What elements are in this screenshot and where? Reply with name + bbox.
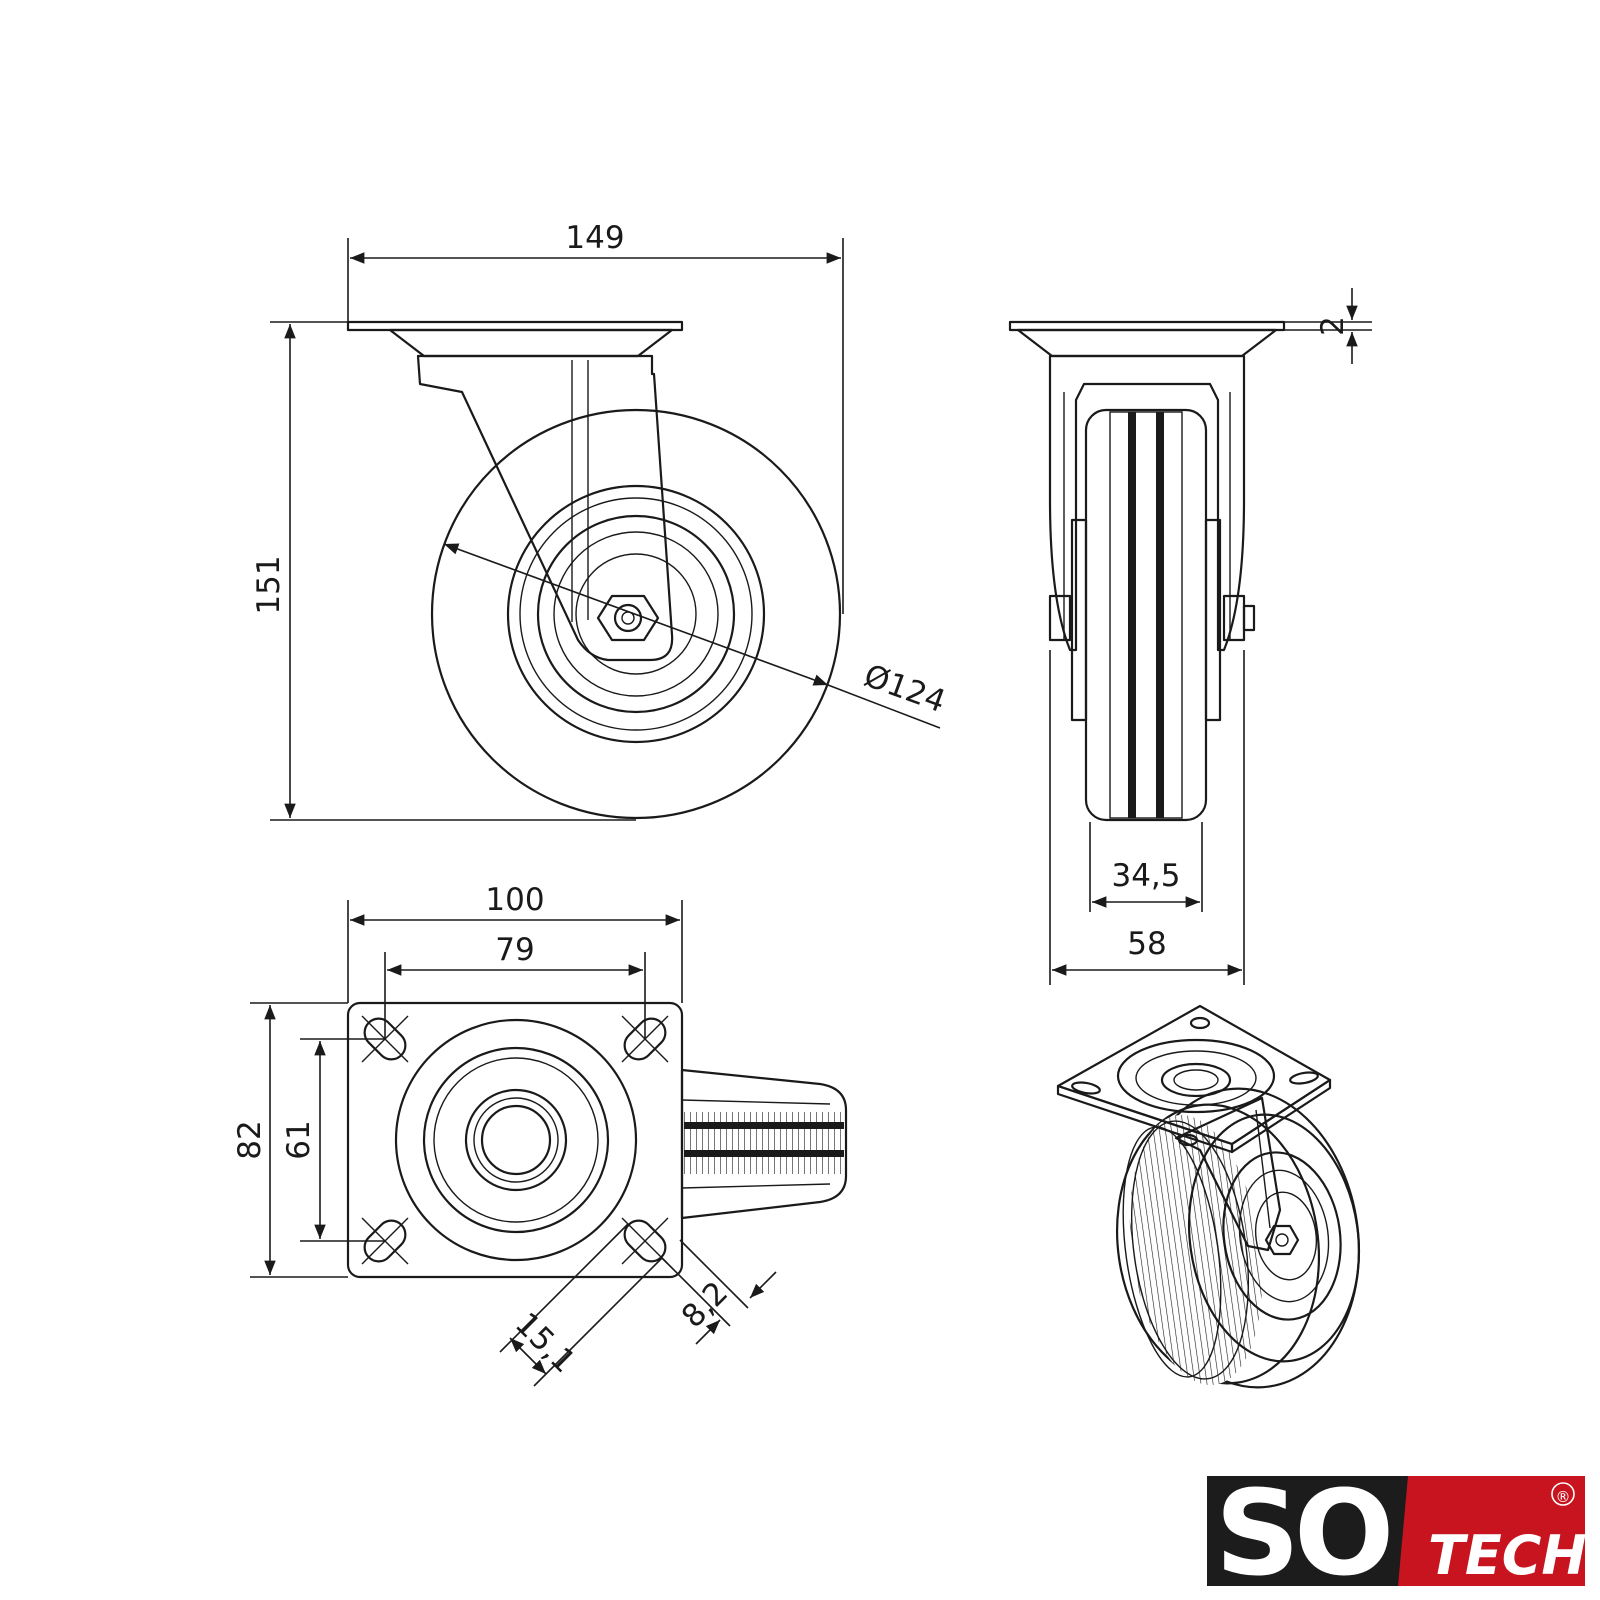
brand-logo: SO TECH ® — [1207, 1464, 1587, 1600]
dim-side-width: 58 — [1049, 650, 1245, 985]
dim-tread-width: 34,5 — [1089, 822, 1203, 912]
dim-plate-depth: 82 — [232, 1002, 348, 1278]
dim-wheel-diameter: Ø124 — [443, 543, 950, 729]
logo-so-text: SO — [1215, 1464, 1389, 1600]
dim-plate-thickness: 2 — [1284, 288, 1372, 364]
dim-plate-width: 100 — [347, 882, 683, 1003]
dim-overall-width: 149 — [347, 220, 844, 614]
registered-mark-icon — [1551, 1482, 1575, 1506]
mounting-slots — [361, 1015, 669, 1265]
dim-label-2: 2 — [1315, 316, 1351, 336]
dim-label-34-5: 34,5 — [1111, 858, 1180, 894]
dim-slot-width: 8,2 — [661, 1239, 777, 1345]
logo-red-block — [1398, 1476, 1585, 1586]
dim-hole-spacing-y: 61 — [281, 1038, 385, 1242]
dim-label-58: 58 — [1127, 926, 1166, 962]
dim-label-61: 61 — [281, 1120, 317, 1159]
side-view — [1008, 320, 1286, 822]
dim-label-79: 79 — [495, 932, 534, 968]
dim-label-8-2: 8,2 — [675, 1275, 735, 1335]
dim-label-100: 100 — [485, 882, 544, 918]
logo-registered-text: ® — [1556, 1488, 1571, 1506]
dim-label-diameter: Ø124 — [859, 658, 950, 720]
dim-label-151: 151 — [251, 555, 287, 614]
dim-label-149: 149 — [565, 220, 624, 256]
dim-label-82: 82 — [232, 1120, 268, 1159]
dim-label-15-1: 15,1 — [508, 1306, 582, 1380]
front-view — [346, 320, 842, 820]
logo-tech-text: TECH — [1428, 1524, 1587, 1587]
dim-overall-height: 151 — [251, 321, 636, 821]
dim-hole-spacing-x: 79 — [384, 932, 646, 1039]
isometric-view — [1056, 1004, 1361, 1389]
top-view — [346, 1001, 848, 1279]
